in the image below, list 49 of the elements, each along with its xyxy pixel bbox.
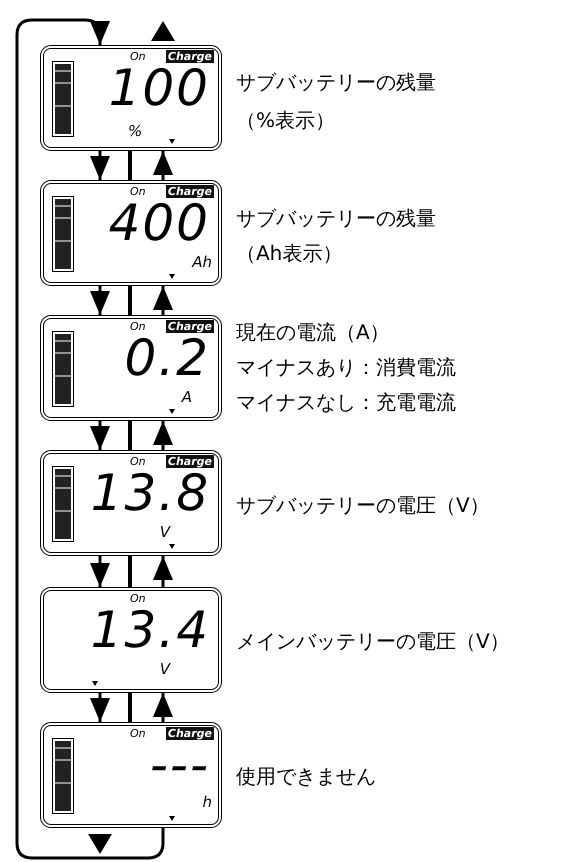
status-label: On bbox=[130, 456, 146, 467]
lcd-display bbox=[40, 315, 222, 421]
digit-readout: 13.4 bbox=[90, 605, 210, 655]
arrow bbox=[90, 693, 110, 722]
unit-label: V bbox=[160, 662, 170, 677]
digit-readout: 13.8 bbox=[90, 468, 210, 518]
description-text: （%表示） bbox=[236, 110, 336, 130]
lcd-display bbox=[40, 587, 222, 693]
arrow bbox=[153, 556, 173, 587]
lcd-display bbox=[40, 180, 222, 286]
description-text: 現在の電流（A） bbox=[236, 322, 390, 342]
status-label: On bbox=[130, 186, 146, 197]
status-label: On bbox=[130, 728, 146, 739]
arrow bbox=[153, 421, 173, 450]
description-text: 使用できません bbox=[236, 766, 376, 786]
digit-readout: 400 bbox=[108, 198, 210, 248]
arrow bbox=[153, 286, 173, 315]
charge-badge: Charge bbox=[166, 50, 214, 63]
arrow bbox=[153, 151, 173, 180]
status-label: On bbox=[130, 321, 146, 332]
arrow bbox=[90, 556, 110, 587]
lcd-display bbox=[40, 722, 222, 828]
unit-label: Ah bbox=[192, 255, 212, 270]
unit-label: % bbox=[128, 124, 142, 139]
description-text: マイナスあり：消費電流 bbox=[236, 357, 456, 377]
arrow bbox=[90, 151, 110, 180]
charge-badge: Charge bbox=[166, 455, 214, 468]
arrow bbox=[153, 693, 173, 722]
digit-readout: 0.2 bbox=[124, 333, 210, 383]
description-text: メインバッテリーの電圧（V） bbox=[236, 631, 510, 651]
digit-readout: --- bbox=[150, 740, 210, 790]
charge-badge: Charge bbox=[166, 727, 214, 740]
unit-label: A bbox=[182, 390, 192, 405]
charge-badge: Charge bbox=[166, 185, 214, 198]
status-label: On bbox=[130, 51, 146, 62]
lcd-display bbox=[40, 45, 222, 151]
description-text: サブバッテリーの残量 bbox=[236, 208, 436, 228]
description-text: サブバッテリーの電圧（V） bbox=[236, 495, 490, 515]
digit-readout: 100 bbox=[108, 63, 210, 113]
unit-label: h bbox=[202, 795, 212, 810]
arrow bbox=[90, 286, 110, 315]
arrow bbox=[90, 421, 110, 450]
unit-label: V bbox=[160, 525, 170, 540]
status-label: On bbox=[130, 593, 146, 604]
description-text: サブバッテリーの残量 bbox=[236, 72, 436, 92]
charge-badge: Charge bbox=[166, 320, 214, 333]
lcd-display bbox=[40, 450, 222, 556]
description-text: （Ah表示） bbox=[236, 243, 342, 263]
description-text: マイナスなし：充電電流 bbox=[236, 392, 456, 412]
